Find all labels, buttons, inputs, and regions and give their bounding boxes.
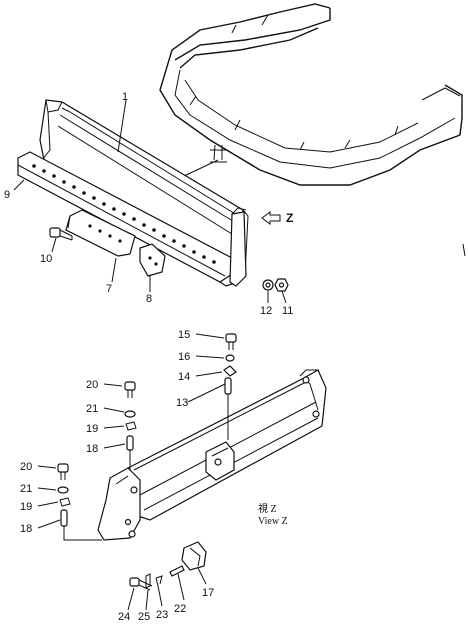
clip-19-upper (125, 421, 137, 431)
callout-numbers: 1 9 10 7 8 12 11 15 16 14 13 20 21 19 18… (4, 91, 293, 623)
washer-16 (225, 354, 235, 362)
view-z-label-en: View Z (258, 516, 288, 527)
callout-1: 1 (122, 91, 128, 103)
pin-13 (224, 377, 232, 440)
clip-14 (223, 365, 237, 377)
callout-12: 12 (260, 305, 272, 317)
pin-18-lower (60, 509, 102, 541)
bracket-17 (181, 541, 207, 571)
view-z-arrow: Z (261, 211, 293, 225)
callout-20-lower: 20 (20, 461, 32, 473)
pin-22 (169, 565, 185, 577)
washer-12 (262, 279, 274, 291)
view-z-label: 視 Z View Z (258, 502, 288, 527)
bolt-10 (49, 227, 73, 241)
cutting-edge-holes (32, 164, 216, 264)
bolt-24 (129, 577, 153, 591)
callout-19-lower: 19 (20, 501, 32, 513)
end-bit-7 (65, 209, 136, 257)
callout-15: 15 (178, 329, 190, 341)
view-z-arrow-label: Z (286, 211, 293, 225)
bolt-20-lower (57, 463, 69, 480)
callout-25: 25 (138, 611, 150, 623)
callout-16: 16 (178, 351, 190, 363)
leader-lines-lower (37, 333, 226, 611)
callout-11: 11 (282, 305, 293, 317)
callout-24: 24 (118, 611, 130, 623)
callout-21-lower: 21 (20, 483, 32, 495)
end-bit-8 (139, 243, 166, 277)
callout-21-upper: 21 (86, 403, 98, 415)
callout-19-upper: 19 (86, 423, 98, 435)
view-z-frame (97, 369, 327, 541)
callout-18-upper: 18 (86, 443, 98, 455)
callout-9: 9 (4, 189, 10, 201)
callout-18-lower: 18 (20, 523, 32, 535)
nut-11 (274, 278, 289, 292)
view-z-label-cjk: 視 Z (258, 502, 277, 515)
callout-23: 23 (156, 609, 168, 621)
blade-assembly (17, 99, 249, 287)
leader-lines-upper (13, 99, 287, 304)
callout-10: 10 (40, 253, 52, 265)
washer-25 (145, 573, 151, 589)
washer-21-lower (57, 486, 69, 494)
clip-19-lower (59, 497, 71, 507)
clip-23 (155, 575, 163, 587)
callout-13: 13 (176, 397, 188, 409)
pin-18-upper (126, 435, 134, 470)
bolt-15 (225, 333, 237, 350)
callout-7: 7 (106, 283, 112, 295)
callout-8: 8 (146, 293, 152, 305)
callout-20-upper: 20 (86, 379, 98, 391)
edge-mark (462, 243, 466, 257)
callout-14: 14 (178, 371, 190, 383)
callout-22: 22 (174, 603, 186, 615)
bolt-20-upper (124, 381, 136, 398)
track-frame (159, 3, 463, 186)
callout-17: 17 (202, 587, 214, 599)
washer-21-upper (124, 410, 136, 418)
